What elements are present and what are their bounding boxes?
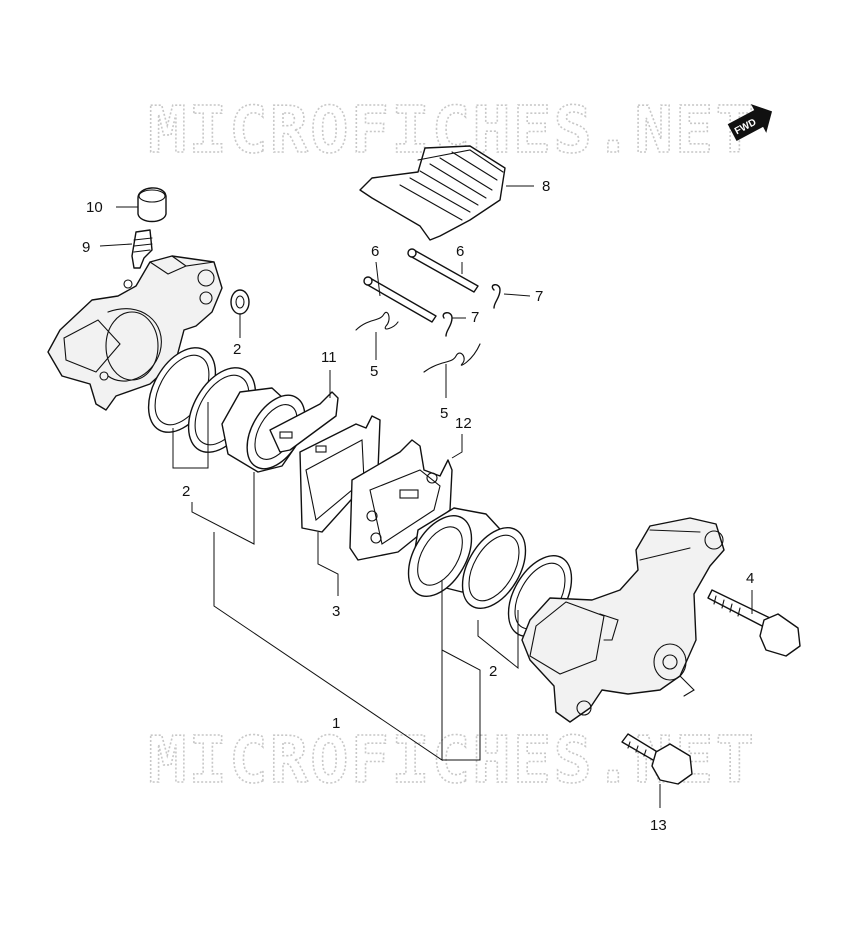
- callout-2-seal: 2: [233, 341, 241, 358]
- callout-6-left: 6: [371, 243, 379, 260]
- pad-spring-left: [355, 311, 399, 331]
- caliper-half-right: [521, 517, 725, 723]
- pad-spring-right: [423, 343, 481, 373]
- callout-3: 3: [332, 603, 340, 620]
- caliper-half-left: [47, 255, 223, 411]
- small-seal: [230, 289, 250, 315]
- fwd-arrow-icon: FWD: [727, 104, 773, 141]
- callout-13: 13: [650, 817, 667, 834]
- piston-seal-right-inner: [461, 527, 527, 609]
- mounting-bolt-lower: [621, 733, 693, 785]
- bleeder-valve: [131, 229, 153, 269]
- callout-9: 9: [82, 239, 90, 256]
- callout-11: 11: [321, 349, 337, 366]
- pin-clip-right: [491, 284, 501, 309]
- callout-8: 8: [542, 178, 550, 195]
- bleeder-cap: [137, 187, 167, 223]
- leader-lines: [99, 185, 753, 808]
- brake-pad-rear: [349, 439, 453, 561]
- callout-7-left: 7: [471, 309, 479, 326]
- callout-6-right: 6: [456, 243, 464, 260]
- callout-2-right: 2: [489, 663, 497, 680]
- pad-cover: [359, 145, 506, 241]
- pad-shim: [269, 391, 339, 453]
- callout-5-right: 5: [440, 405, 448, 422]
- callout-4: 4: [746, 570, 754, 587]
- callout-5-left: 5: [370, 363, 378, 380]
- callout-7-right: 7: [535, 288, 543, 305]
- callout-10: 10: [86, 199, 103, 216]
- pad-pin-upper-right: [407, 248, 479, 293]
- pad-pin-upper-left: [363, 276, 437, 323]
- callout-12: 12: [455, 415, 472, 432]
- pin-clip-left: [442, 312, 453, 337]
- mounting-bolt-upper: [707, 589, 801, 657]
- callout-1: 1: [332, 715, 340, 732]
- callout-2-left: 2: [182, 483, 190, 500]
